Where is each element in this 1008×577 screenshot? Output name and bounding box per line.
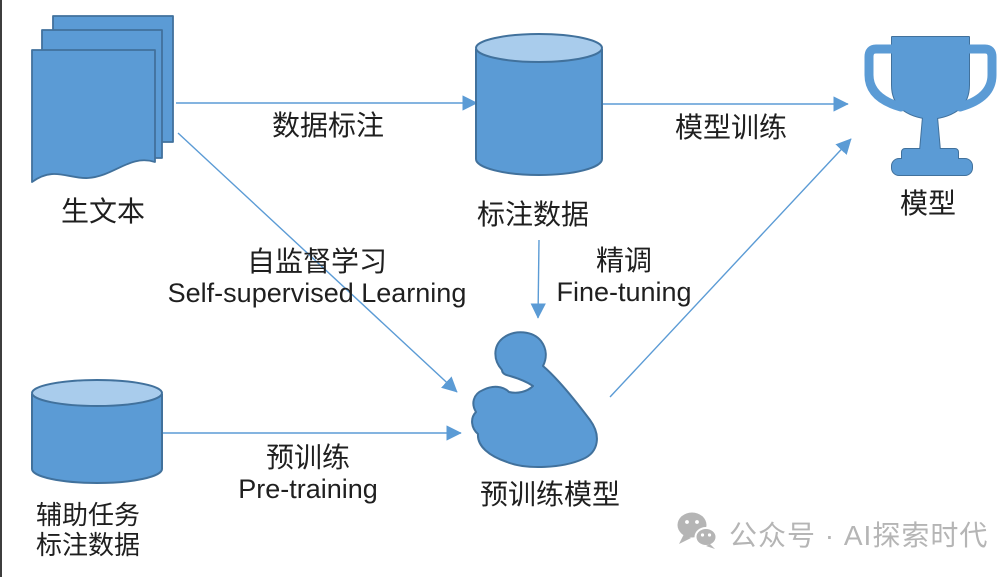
pre-training-edge-label: 预训练 Pre-training: [238, 442, 378, 504]
aux-labeled-data-label: 辅助任务 标注数据: [36, 500, 140, 560]
fine-tuning-edge-label: 精调 Fine-tuning: [556, 245, 692, 307]
model-training-edge-label: 模型训练: [674, 112, 788, 143]
watermark-text: 公众号 · AI探索时代: [729, 519, 989, 551]
database-icon: [29, 378, 165, 491]
document-stack-icon: [30, 14, 178, 189]
pretrained-model-label: 预训练模型: [479, 479, 621, 510]
muscle-icon: [465, 328, 610, 475]
aux-labeled-data-label-line2: 标注数据: [36, 530, 141, 560]
data-annotation-edge-label: 数据标注: [271, 110, 385, 141]
model-label: 模型: [899, 188, 957, 219]
left-edge-line: [0, 0, 2, 577]
raw-text-label: 生文本: [60, 196, 146, 227]
labeled-data-label: 标注数据: [476, 199, 590, 230]
aux-labeled-data-label-line1: 辅助任务: [36, 500, 141, 530]
wechat-icon: [676, 512, 718, 555]
arrow-fine-tuning: [530, 239, 546, 319]
trophy-icon: [856, 28, 998, 185]
database-icon: [473, 32, 605, 183]
self-supervised-learning-edge-label: 自监督学习 Self-supervised Learning: [167, 246, 467, 308]
watermark: 公众号 · AI探索时代: [676, 512, 988, 555]
